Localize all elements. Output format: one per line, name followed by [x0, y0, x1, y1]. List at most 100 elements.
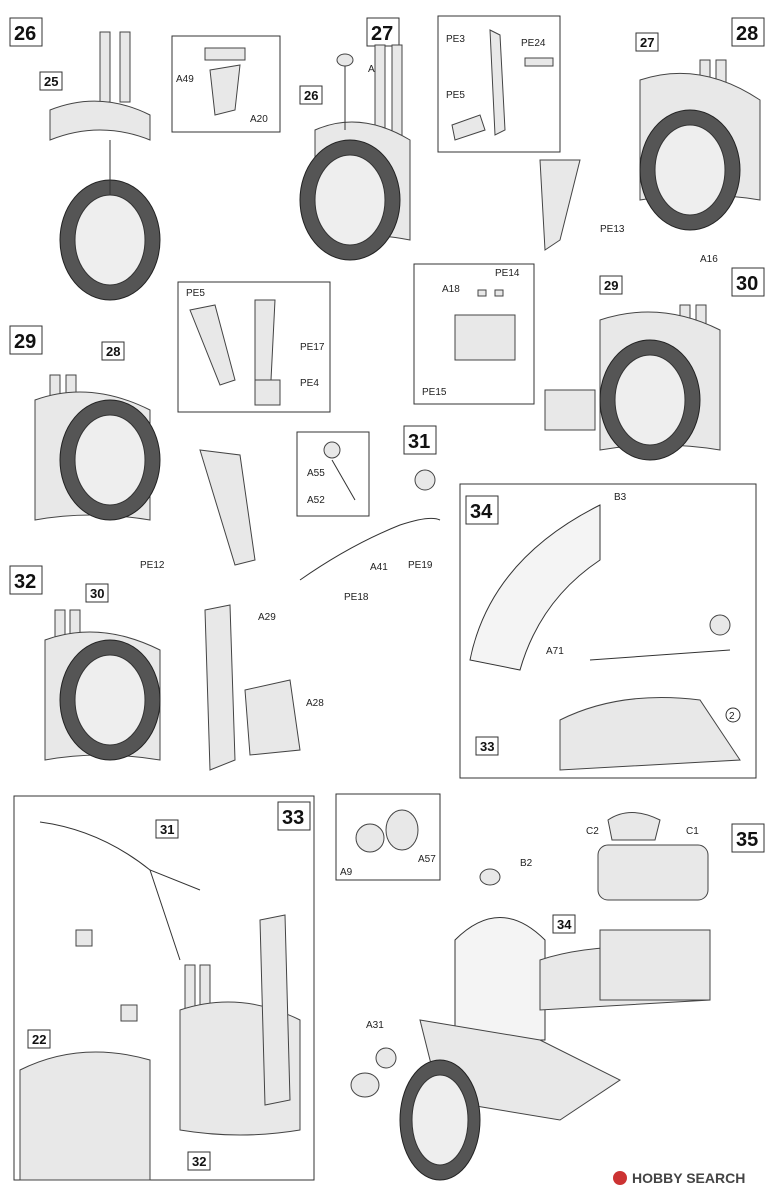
brand-text: HOBBY SEARCH	[632, 1170, 745, 1186]
ref-33-label: 33	[480, 739, 494, 754]
step-29: 29 PE5 PE17 PE4 28 PE12	[9, 281, 331, 571]
fender-brace	[199, 449, 256, 566]
ref-34-box	[552, 914, 576, 934]
front-rim	[74, 654, 146, 746]
step-30-number: 30	[736, 273, 758, 295]
front-rim	[411, 1074, 469, 1166]
label-pe19: PE19	[408, 560, 433, 571]
guide-line	[149, 869, 181, 961]
front-fender	[49, 100, 151, 141]
handlebar	[39, 821, 201, 891]
ref-30-label: 30	[90, 586, 104, 601]
fork-right	[119, 31, 131, 103]
part-a20	[209, 64, 241, 116]
ref-27-label: 27	[640, 35, 654, 50]
label-pe14: PE14	[495, 268, 520, 279]
decal-2-label: 2	[729, 711, 735, 722]
step-35-box	[731, 823, 765, 853]
label-pe5: PE5	[186, 288, 205, 299]
ref-33-box	[475, 736, 499, 756]
front-rim	[314, 154, 386, 246]
part-a29-scabbard	[204, 604, 236, 771]
label-a18: A18	[442, 284, 460, 295]
step-31-box	[403, 425, 437, 455]
label-a71: A71	[546, 646, 564, 657]
ref-34-label: 34	[557, 917, 572, 932]
fork-right	[391, 44, 403, 141]
step-29-box	[9, 325, 43, 355]
step-34-number: 34	[470, 501, 493, 523]
part-a52-stalk	[331, 459, 356, 501]
ref-29-label: 29	[604, 278, 618, 293]
label-a9: B2	[520, 858, 533, 869]
front-rim	[74, 194, 146, 286]
step-33: 33 31 22 32	[13, 795, 315, 1181]
part-c2-bag	[607, 812, 661, 841]
step-31: 31 A55 A52 A41 PE19 PE18	[296, 425, 441, 603]
part-a9	[479, 868, 501, 886]
part-a55-mirror	[323, 441, 341, 459]
step-29-number: 29	[14, 331, 36, 353]
part-pe4	[254, 379, 281, 406]
ref-28-box	[101, 341, 125, 361]
label-pe4: PE4	[300, 378, 319, 389]
windshield	[454, 917, 546, 1041]
label-a49: A49	[176, 74, 194, 85]
handlebar	[589, 649, 731, 661]
ref-25-box	[39, 71, 63, 91]
label-a57: A31	[366, 1020, 384, 1031]
label-pe24: PE24	[521, 38, 546, 49]
label-pe12: PE12	[140, 560, 165, 571]
scabbard	[259, 914, 291, 1106]
step-32-box	[9, 565, 43, 595]
step-34-frame	[459, 483, 757, 779]
ref-32-box	[187, 1151, 211, 1171]
ref-28-label: 28	[106, 344, 120, 359]
step-26-number: 26	[14, 23, 36, 45]
part-a28	[244, 679, 301, 756]
mirror	[414, 469, 436, 491]
label-a28: A28	[306, 698, 324, 709]
part-a57	[375, 1047, 397, 1069]
part-pe14	[494, 289, 504, 297]
part-pe24	[524, 57, 554, 67]
label-a31: A57	[418, 854, 436, 865]
step-30-box	[731, 267, 765, 297]
label-b3: B3	[614, 492, 627, 503]
step-28-number: 28	[736, 23, 758, 45]
tank-body	[559, 697, 741, 771]
step-34: 34 B3 A71 33 2	[459, 483, 757, 779]
label-a52: A52	[307, 495, 325, 506]
step-35-number: 35	[736, 829, 758, 851]
ref-30-box	[85, 583, 109, 603]
saddlebag	[599, 929, 711, 1001]
front-rim	[654, 124, 726, 216]
step-28: PE3 PE24 PE5 28 27 PE13	[437, 15, 765, 251]
label-a41: A41	[370, 562, 388, 573]
battery-mounted	[544, 389, 596, 431]
mirror	[709, 614, 731, 636]
ref-22-label: 22	[32, 1032, 46, 1047]
front-rim	[74, 414, 146, 506]
step-26: 26 25	[9, 17, 161, 301]
brand-logo	[613, 1171, 627, 1185]
label-pe13: PE13	[600, 224, 625, 235]
label-c2: C2	[586, 826, 599, 837]
part-pe14	[477, 289, 487, 297]
label-b2: A9	[340, 867, 353, 878]
label-pe15: PE15	[422, 387, 447, 398]
part-a18-battery	[454, 314, 516, 361]
step-26-box	[9, 17, 43, 47]
ref-27-box	[635, 32, 659, 52]
step-32: 32 30 A29 A28	[9, 565, 324, 771]
handlebar	[299, 517, 441, 581]
step-30: A18 PE14 PE15 30 29 A16	[413, 254, 765, 461]
ref-22-box	[27, 1029, 51, 1049]
decal-2-marker	[725, 707, 741, 723]
part-a49	[204, 47, 246, 61]
part-a31-headlight	[385, 809, 419, 851]
label-pe3: PE3	[446, 34, 465, 45]
ref-32-label: 32	[192, 1154, 206, 1169]
front-rim	[614, 354, 686, 446]
